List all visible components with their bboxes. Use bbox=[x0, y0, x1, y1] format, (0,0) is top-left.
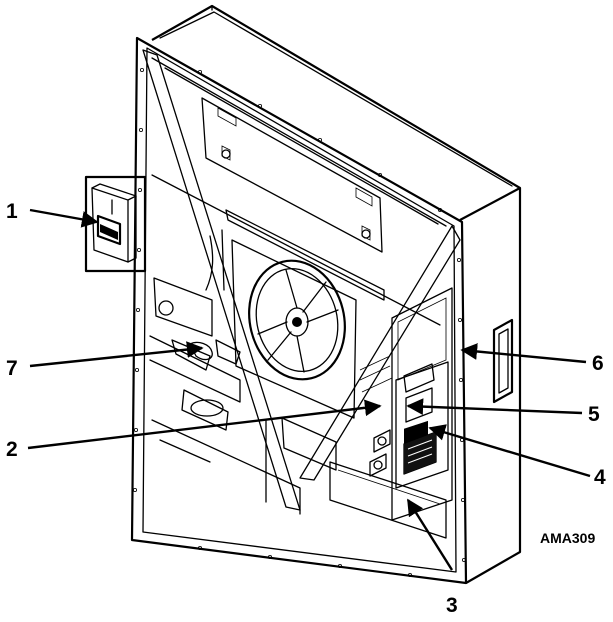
upper-access-panel bbox=[201, 97, 383, 253]
callout-3: 3 bbox=[446, 594, 458, 617]
leader-1 bbox=[29, 208, 99, 228]
lower-compartment bbox=[151, 417, 337, 515]
callout-6: 6 bbox=[592, 352, 604, 375]
callout-7: 7 bbox=[6, 357, 18, 380]
control-box bbox=[359, 287, 453, 521]
evaporator-fan bbox=[225, 209, 385, 419]
callout-labels: 1 2 3 4 5 6 7 bbox=[6, 200, 606, 617]
cabinet-body bbox=[151, 4, 522, 584]
display-panel bbox=[405, 387, 433, 423]
leader-6 bbox=[460, 343, 587, 364]
callout-5: 5 bbox=[588, 403, 600, 426]
callout-1: 1 bbox=[6, 200, 18, 223]
leader-3 bbox=[406, 498, 454, 571]
side-handle bbox=[492, 318, 514, 404]
leader-2 bbox=[27, 399, 382, 450]
compressor-access-panel bbox=[329, 461, 447, 539]
callout-4: 4 bbox=[594, 466, 606, 489]
upper-compartment-edge bbox=[151, 174, 441, 326]
figure-id: AMA309 bbox=[540, 530, 595, 546]
vent-grille bbox=[397, 297, 447, 381]
leader-7 bbox=[29, 341, 204, 368]
callout-2: 2 bbox=[6, 438, 18, 461]
leader-4 bbox=[428, 424, 591, 478]
front-frame bbox=[130, 36, 468, 585]
frame-bolts bbox=[132, 68, 466, 578]
leader-5 bbox=[406, 398, 583, 416]
callout-leaders bbox=[27, 208, 591, 571]
